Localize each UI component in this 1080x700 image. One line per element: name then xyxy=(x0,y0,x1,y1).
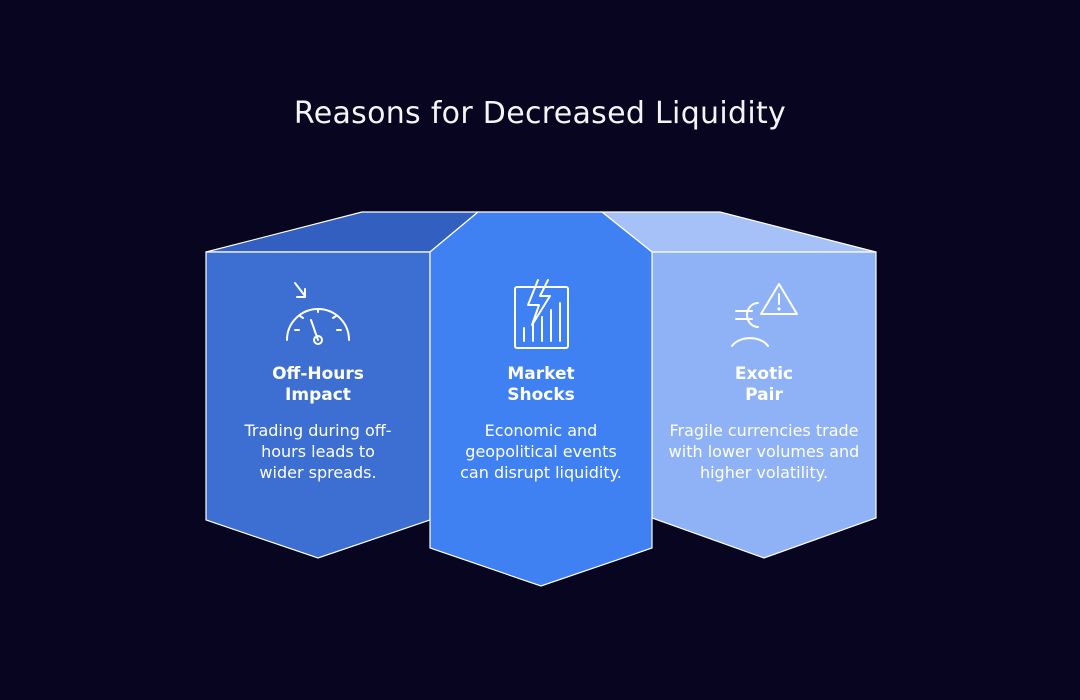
card-heading: Off-Hours Impact xyxy=(218,364,418,406)
card-heading-line: Pair xyxy=(745,385,783,405)
card-description: Trading during off-hours leads to wider … xyxy=(244,421,392,482)
card-market-shocks: Market Shocks Economic and geopolitical … xyxy=(441,364,641,483)
card-description: Fragile currencies trade with lower volu… xyxy=(668,421,860,482)
card-heading: Exotic Pair xyxy=(664,364,864,406)
card-exotic-pair: Exotic Pair Fragile currencies trade wit… xyxy=(664,364,864,483)
card-off-hours: Off-Hours Impact Trading during off-hour… xyxy=(218,364,418,483)
card-heading-line: Off-Hours xyxy=(272,364,364,384)
lightning-chart-icon xyxy=(514,279,569,349)
page-title: Reasons for Decreased Liquidity xyxy=(293,96,787,131)
card-heading-line: Shocks xyxy=(507,385,575,405)
card-off-hours-shape xyxy=(205,211,480,559)
card-heading-line: Exotic xyxy=(734,364,794,384)
card-heading-line: Market xyxy=(507,364,575,384)
card-market-shocks-shape xyxy=(429,211,653,587)
card-description: Economic and geopolitical events can dis… xyxy=(460,421,622,482)
euro-warning-icon xyxy=(731,283,798,347)
card-heading-line: Impact xyxy=(285,385,351,405)
speedometer-down-icon xyxy=(286,282,350,345)
card-heading: Market Shocks xyxy=(441,364,641,406)
